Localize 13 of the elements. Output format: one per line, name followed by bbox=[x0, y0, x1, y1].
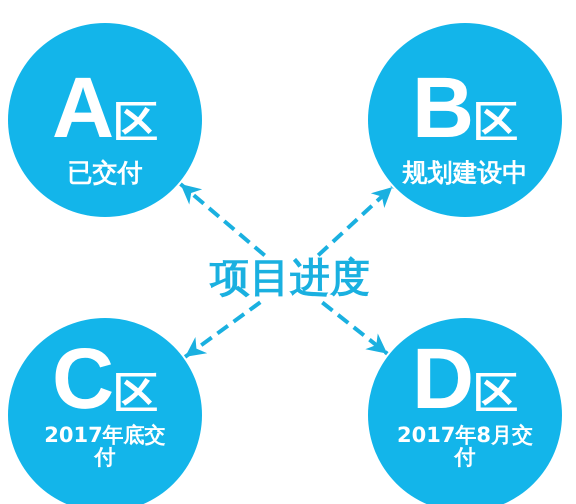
arrow bbox=[179, 182, 266, 257]
zone-title: D区 bbox=[412, 336, 518, 422]
zone-title: B区 bbox=[412, 65, 518, 151]
zone-status: 已交付 bbox=[68, 159, 142, 188]
zone-title: C区 bbox=[52, 336, 158, 422]
arrow bbox=[184, 300, 262, 359]
zone-status: 规划建设中 bbox=[402, 159, 528, 188]
zone-status: 2017年底交付 bbox=[43, 424, 167, 468]
arrow bbox=[321, 300, 389, 356]
arrow bbox=[316, 186, 394, 257]
zone-title: A区 bbox=[52, 65, 158, 151]
center-title: 项目进度 bbox=[210, 258, 370, 298]
zone-status: 2017年8月交付 bbox=[396, 424, 534, 468]
